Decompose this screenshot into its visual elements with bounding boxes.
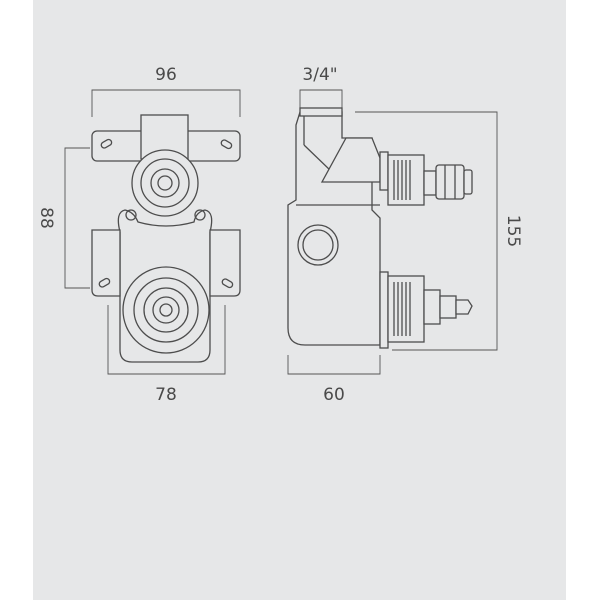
- dimension-3-4: 3/4": [299, 65, 343, 108]
- dimension-60-label: 60: [323, 385, 345, 405]
- upper-spindle: [379, 151, 473, 206]
- dimension-155: 155: [355, 111, 523, 351]
- side-top-connector: [299, 107, 343, 117]
- lower-inlet: [122, 266, 210, 354]
- dimension-3-4-label: 3/4": [302, 65, 337, 85]
- side-view: 3/4" 155 60: [287, 65, 523, 405]
- lower-left-bracket: [91, 229, 121, 297]
- left-ear: [125, 209, 137, 221]
- dimension-60: 60: [287, 355, 381, 405]
- dimension-96: 96: [91, 65, 241, 117]
- right-ear: [194, 209, 206, 221]
- dimension-96-label: 96: [155, 65, 177, 85]
- lower-left-slot: [98, 277, 111, 288]
- top-right-slot: [220, 139, 233, 150]
- dimension-78: 78: [107, 305, 226, 405]
- lower-right-bracket: [209, 229, 241, 297]
- dimension-88: 88: [36, 147, 90, 289]
- dimension-88-label: 88: [36, 207, 56, 229]
- lower-spindle: [379, 271, 473, 349]
- upper-outlet: [131, 149, 199, 217]
- lower-right-slot: [221, 278, 234, 289]
- top-left-slot: [100, 138, 113, 149]
- front-view: 96 88 78: [36, 65, 241, 405]
- dimension-78-label: 78: [155, 385, 177, 405]
- dimension-155-label: 155: [503, 215, 523, 247]
- side-port: [297, 224, 339, 266]
